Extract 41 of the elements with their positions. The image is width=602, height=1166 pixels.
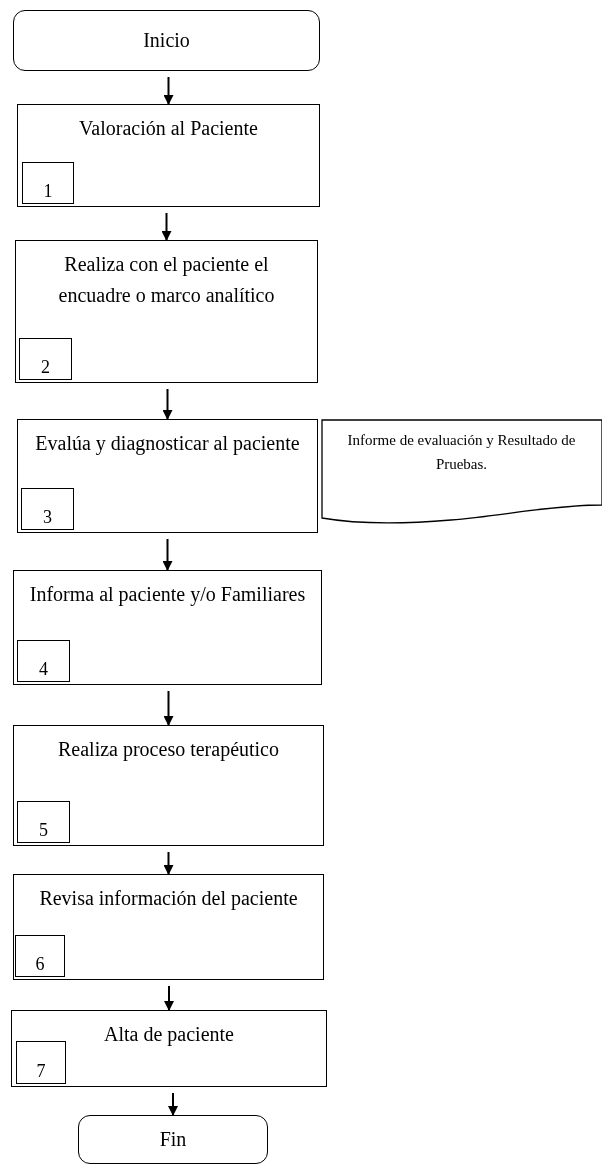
step-number: [17, 640, 70, 682]
step-number-text: 7: [36, 1062, 46, 1080]
process-box: [17, 104, 320, 207]
process-box: [15, 240, 318, 383]
step-number: [16, 1041, 66, 1084]
process-label: Alta de paciente: [104, 1022, 234, 1048]
process-box: [11, 1010, 327, 1087]
arrow: [161, 212, 172, 241]
step-number-text: 5: [39, 821, 48, 839]
arrow: [162, 388, 173, 420]
arrow: [164, 985, 174, 1011]
process-box: [13, 725, 324, 846]
process-label: Revisa información del paciente: [39, 886, 298, 912]
step-number: [19, 338, 72, 380]
arrow: [163, 851, 174, 875]
step-number: [17, 801, 70, 843]
document-label: Informe de evaluación y Resultado de Pruebas.: [346, 431, 577, 474]
process-box: [17, 419, 318, 533]
arrow: [163, 76, 174, 105]
arrow: [163, 690, 174, 726]
arrow: [162, 538, 173, 571]
terminal-box: [13, 10, 320, 71]
step-number: [22, 162, 74, 204]
terminal-box: [78, 1115, 268, 1164]
step-number-text: 6: [35, 955, 45, 973]
process-label: Realiza con el paciente el encuadre o marco analítico: [57, 252, 276, 308]
terminal-label: Inicio: [143, 28, 190, 53]
step-number: [21, 488, 74, 530]
step-number-text: 1: [43, 182, 53, 200]
arrow: [168, 1092, 178, 1116]
step-number: [15, 935, 65, 977]
process-label: Valoración al Paciente: [79, 116, 258, 141]
process-label: Informa al paciente y/o Familiares: [29, 582, 306, 608]
process-label: Evalúa y diagnosticar al paciente: [35, 431, 300, 457]
process-box: [13, 874, 324, 980]
process-label: Realiza proceso terapéutico: [58, 737, 279, 763]
step-number-text: 4: [39, 660, 48, 678]
terminal-label: Fin: [159, 1127, 187, 1152]
step-number-text: 2: [41, 358, 50, 376]
process-box: [13, 570, 322, 685]
step-number-text: 3: [43, 508, 52, 526]
